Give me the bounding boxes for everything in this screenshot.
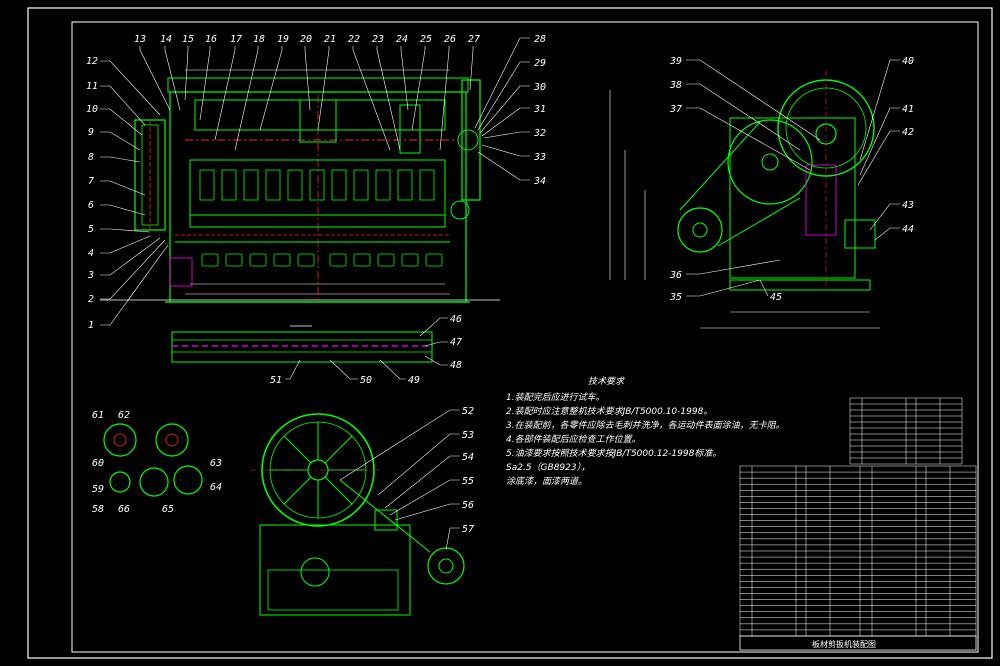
tech-title: 技术要求 — [588, 376, 625, 387]
balloon-28: 28 — [534, 34, 546, 45]
balloon-61: 61 — [92, 410, 104, 421]
detail-sections: 58 59 60 61 62 63 64 65 66 — [92, 410, 222, 515]
balloon-16: 16 — [205, 34, 217, 45]
balloon-57: 57 — [462, 524, 474, 535]
technical-requirements: 技术要求 1.装配完后应进行试车。 2.装配时应注意整机技术要求JB/T5000… — [506, 376, 785, 487]
balloon-62: 62 — [118, 410, 130, 421]
balloon-63: 63 — [210, 458, 222, 469]
parts-list-table: 板材剪扳机装配图 — [739, 397, 977, 651]
balloon-54: 54 — [462, 452, 474, 463]
balloon-19: 19 — [277, 34, 289, 45]
balloon-38: 38 — [669, 80, 682, 91]
balloon-50: 50 — [360, 375, 372, 386]
balloon-64: 64 — [210, 482, 222, 493]
side-view: 35 36 37 38 39 40 41 42 43 44 45 — [609, 56, 914, 329]
balloon-17: 17 — [230, 34, 242, 45]
balloon-48: 48 — [450, 360, 462, 371]
balloon-31: 31 — [533, 104, 546, 115]
balloon-34: 34 — [533, 176, 546, 187]
balloon-labels-main: 1 2 3 4 5 6 7 8 9 10 11 12 13 14 15 16 1… — [86, 34, 546, 331]
balloon-35: 35 — [669, 292, 682, 303]
balloon-25: 25 — [420, 34, 432, 45]
balloon-33: 33 — [533, 152, 546, 163]
leader-lines-main — [100, 37, 530, 326]
balloon-27: 27 — [468, 34, 480, 45]
balloon-14: 14 — [160, 34, 172, 45]
balloon-11: 11 — [86, 81, 98, 92]
balloon-66: 66 — [118, 504, 130, 515]
balloon-30: 30 — [533, 82, 546, 93]
balloon-8: 8 — [88, 152, 94, 163]
balloon-45: 45 — [770, 292, 782, 303]
inner-border — [71, 21, 979, 653]
balloon-42: 42 — [902, 127, 914, 138]
balloon-22: 22 — [348, 34, 360, 45]
balloon-41: 41 — [902, 104, 914, 115]
balloon-23: 23 — [372, 34, 384, 45]
balloon-12: 12 — [86, 56, 98, 67]
balloon-43: 43 — [902, 200, 914, 211]
balloon-46: 46 — [450, 314, 462, 325]
balloon-20: 20 — [300, 34, 312, 45]
balloon-60: 60 — [92, 458, 104, 469]
balloon-47: 47 — [450, 337, 462, 348]
title-block-name: 板材剪扳机装配图 — [812, 639, 876, 649]
balloon-58: 58 — [92, 504, 104, 515]
balloon-40: 40 — [902, 56, 914, 67]
outer-border — [27, 7, 993, 659]
balloon-37: 37 — [669, 104, 682, 115]
balloon-39: 39 — [669, 56, 682, 67]
balloon-1: 1 — [88, 320, 94, 331]
balloon-29: 29 — [534, 58, 546, 69]
front-view: 52 53 54 55 56 57 — [250, 406, 474, 616]
balloon-65: 65 — [162, 504, 174, 515]
balloon-56: 56 — [462, 500, 474, 511]
balloon-49: 49 — [408, 375, 420, 386]
balloon-53: 53 — [462, 430, 474, 441]
balloon-59: 59 — [92, 484, 104, 495]
balloon-2: 2 — [88, 294, 94, 305]
blade-strip-section: 46 47 48 49 50 51 — [171, 314, 462, 386]
tech-line-6: Sa2.5（GB8923）， — [506, 462, 590, 473]
balloon-5: 5 — [88, 224, 94, 235]
balloon-9: 9 — [88, 127, 94, 138]
main-assembly-view: 1 2 3 4 5 6 7 8 9 10 11 12 13 14 15 16 1… — [86, 34, 546, 331]
balloon-7: 7 — [88, 176, 94, 187]
tech-line-7: 涂底漆，面漆两道。 — [506, 476, 587, 487]
tech-line-2: 2.装配时应注意整机技术要求JB/T5000.10-1998。 — [506, 406, 712, 417]
balloon-44: 44 — [902, 224, 914, 235]
balloon-51: 51 — [270, 375, 282, 386]
balloon-21: 21 — [324, 34, 336, 45]
balloon-55: 55 — [462, 476, 474, 487]
balloon-3: 3 — [87, 270, 94, 281]
table-slots — [201, 253, 443, 267]
tech-line-1: 1.装配完后应进行试车。 — [506, 392, 605, 403]
tech-line-4: 4.各部件装配后应检查工作位置。 — [506, 434, 641, 445]
tech-line-3: 3.在装配前，各零件应除去毛刺并洗净，各运动件表面涂油，无卡阻。 — [506, 420, 785, 431]
balloon-36: 36 — [669, 270, 682, 281]
balloon-4: 4 — [88, 248, 94, 259]
tech-line-5: 5.油漆要求按照技术要求按JB/T5000.12-1998标准。 — [506, 448, 721, 459]
balloon-26: 26 — [444, 34, 456, 45]
balloon-18: 18 — [253, 34, 265, 45]
balloon-10: 10 — [86, 104, 98, 115]
balloon-13: 13 — [134, 34, 146, 45]
blade-segments — [199, 169, 435, 201]
balloon-6: 6 — [88, 200, 94, 211]
balloon-52: 52 — [462, 406, 474, 417]
balloon-24: 24 — [396, 34, 408, 45]
balloon-15: 15 — [182, 34, 194, 45]
balloon-32: 32 — [533, 128, 546, 139]
